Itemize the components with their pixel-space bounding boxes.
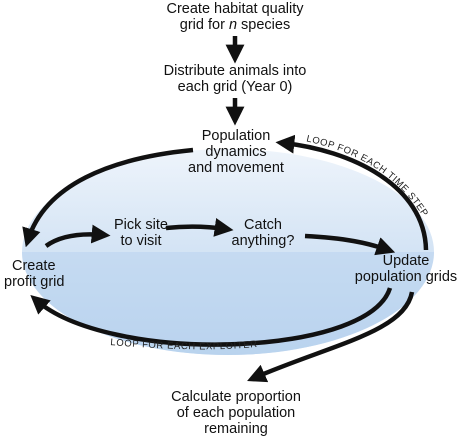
pick-line-2: to visit <box>120 233 162 249</box>
update-line-2: population grids <box>354 269 458 285</box>
profit-line-2: profit grid <box>4 274 65 290</box>
node-catch-anything: Catch anything? <box>222 217 304 249</box>
node-population-dynamics: Population dynamics and movement <box>180 128 292 176</box>
population-line-3: and movement <box>188 160 284 176</box>
profit-line-1: Create <box>12 258 56 274</box>
habitat-line-2: grid for n species <box>151 17 319 33</box>
node-update-population-grids: Update population grids <box>340 253 472 285</box>
population-line-1: Population <box>201 128 271 144</box>
catch-line-2: anything? <box>231 233 295 249</box>
arrow-catch-to-update <box>304 233 396 256</box>
habitat-line-2-prefix: grid for <box>179 17 229 33</box>
arrow-update-to-population <box>275 134 429 251</box>
node-create-profit-grid: Create profit grid <box>4 258 74 290</box>
calculate-line-1: Calculate proportion <box>171 389 301 405</box>
habitat-line-1: Create habitat quality <box>166 1 304 17</box>
arrow-update-to-calculate <box>247 291 415 383</box>
pick-line-1: Pick site <box>114 217 168 233</box>
habitat-line-2-suffix: species <box>237 17 291 33</box>
calculate-line-3: remaining <box>204 421 268 437</box>
node-create-habitat-grid: Create habitat quality grid for n specie… <box>151 1 319 33</box>
habitat-line-2-italic: n <box>228 17 238 33</box>
calculate-line-2: of each population <box>176 405 296 421</box>
arrow-profit-to-pick <box>44 224 111 248</box>
node-distribute-animals: Distribute animals into each grid (Year … <box>148 63 322 95</box>
update-line-1: Update <box>382 253 430 269</box>
catch-line-1: Catch <box>244 217 282 233</box>
distribute-line-2: each grid (Year 0) <box>177 79 293 95</box>
population-line-2: dynamics <box>205 144 267 160</box>
arrow-pick-to-catch <box>165 218 234 237</box>
node-calculate-proportion: Calculate proportion of each population … <box>148 389 324 437</box>
distribute-line-1: Distribute animals into <box>163 63 307 79</box>
arrow-population-to-profit <box>22 147 194 248</box>
arrow-update-to-profit <box>30 287 393 347</box>
node-pick-site: Pick site to visit <box>104 217 178 249</box>
